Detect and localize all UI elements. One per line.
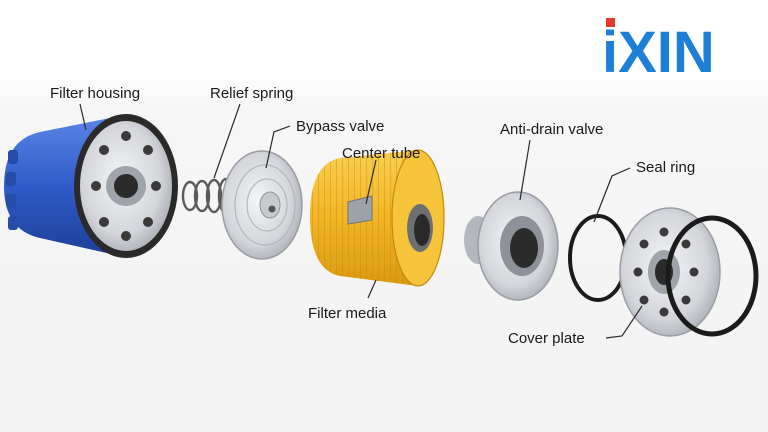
logo-dot bbox=[606, 18, 615, 27]
leader-filter-media bbox=[367, 279, 377, 299]
leader-filter-housing bbox=[79, 103, 87, 131]
label-filter-media: Filter media bbox=[308, 305, 387, 322]
label-bypass-valve: Bypass valve bbox=[296, 118, 384, 135]
housing-inlet-holes bbox=[91, 131, 161, 241]
leader-lines bbox=[79, 103, 643, 339]
filter-media-part bbox=[310, 149, 445, 287]
label-center-tube: Center tube bbox=[342, 145, 420, 162]
cover-plate-part bbox=[619, 207, 759, 337]
label-relief-spring: Relief spring bbox=[210, 85, 293, 102]
cover-plate-outer-seal bbox=[665, 215, 759, 337]
brand-logo: iXIN bbox=[602, 18, 715, 80]
cover-plate-holes bbox=[633, 227, 699, 317]
leader-bypass-valve bbox=[265, 125, 291, 169]
leader-anti-drain-valve bbox=[519, 139, 531, 201]
seal-ring-part bbox=[568, 214, 628, 302]
label-filter-housing: Filter housing bbox=[50, 85, 140, 102]
leader-center-tube bbox=[365, 159, 377, 205]
label-anti-drain-valve: Anti-drain valve bbox=[500, 121, 603, 138]
anti-drain-valve-hole bbox=[510, 228, 538, 268]
leader-seal-ring bbox=[593, 167, 631, 223]
brand-logo-text: iXIN bbox=[602, 20, 715, 80]
housing-center-hole bbox=[114, 174, 138, 198]
label-cover-plate: Cover plate bbox=[508, 330, 585, 347]
label-seal-ring: Seal ring bbox=[636, 159, 695, 176]
anti-drain-valve-part bbox=[464, 191, 559, 301]
leader-relief-spring bbox=[213, 103, 241, 179]
filter-housing-part bbox=[4, 114, 178, 258]
leader-cover-plate bbox=[605, 305, 643, 339]
housing-grip-ridges bbox=[6, 150, 18, 230]
bypass-valve-part bbox=[221, 150, 303, 260]
relief-spring-part bbox=[181, 177, 235, 215]
